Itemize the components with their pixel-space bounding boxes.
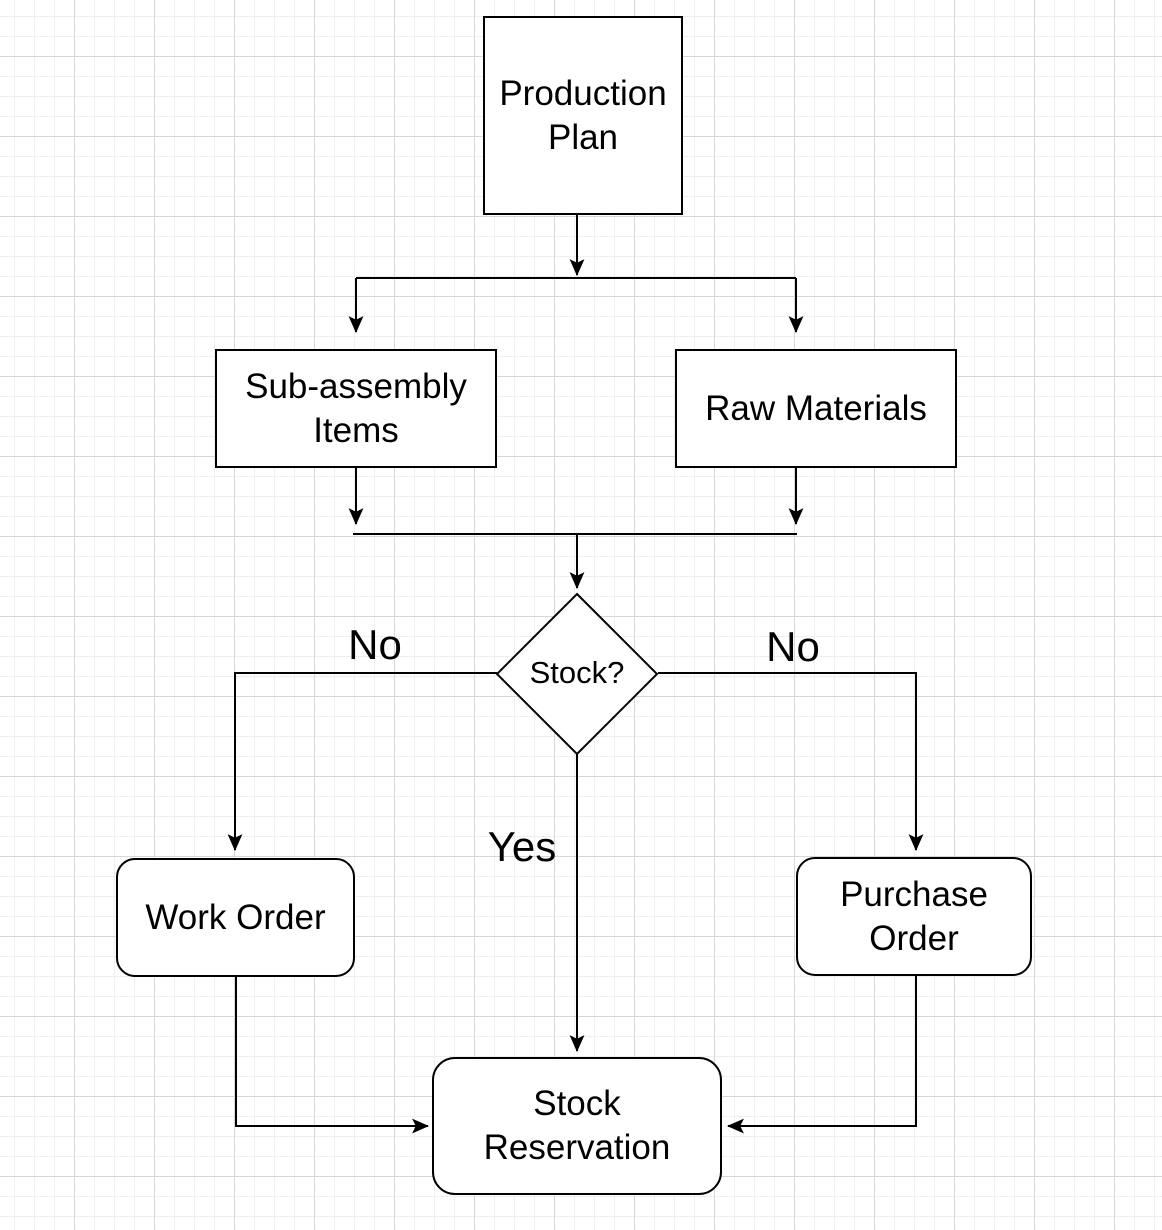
edge-purchase-order-to-stock-reservation[interactable] <box>726 976 917 1134</box>
edge-decision-to-work-order[interactable] <box>227 672 497 852</box>
node-stock-reservation[interactable]: Stock Reservation <box>432 1057 722 1195</box>
node-stock-decision-diamond[interactable] <box>495 592 659 756</box>
node-sub-assembly-items-label: Sub-assembly Items <box>245 366 467 450</box>
edge-work-order-to-stock-reservation[interactable] <box>235 977 430 1134</box>
node-raw-materials[interactable]: Raw Materials <box>675 349 957 468</box>
edge-decision-to-purchase-order[interactable] <box>658 672 924 852</box>
node-purchase-order-label: Purchase Order <box>840 874 988 958</box>
edge-label-no-right: No <box>766 623 820 670</box>
node-stock-reservation-label: Stock Reservation <box>483 1084 671 1167</box>
node-sub-assembly-items[interactable]: Sub-assembly Items <box>215 349 497 468</box>
edge-label-yes: Yes <box>487 823 557 870</box>
edge-label-no-left: No <box>348 621 402 668</box>
node-production-plan[interactable]: Production Plan <box>483 16 683 215</box>
node-stock-decision-label: Stock? <box>529 655 625 691</box>
node-raw-materials-label: Raw Materials <box>705 388 927 428</box>
node-work-order-label: Work Order <box>145 897 326 937</box>
node-work-order[interactable]: Work Order <box>116 858 355 977</box>
node-purchase-order[interactable]: Purchase Order <box>796 857 1032 976</box>
node-production-plan-label: Production Plan <box>499 73 667 157</box>
